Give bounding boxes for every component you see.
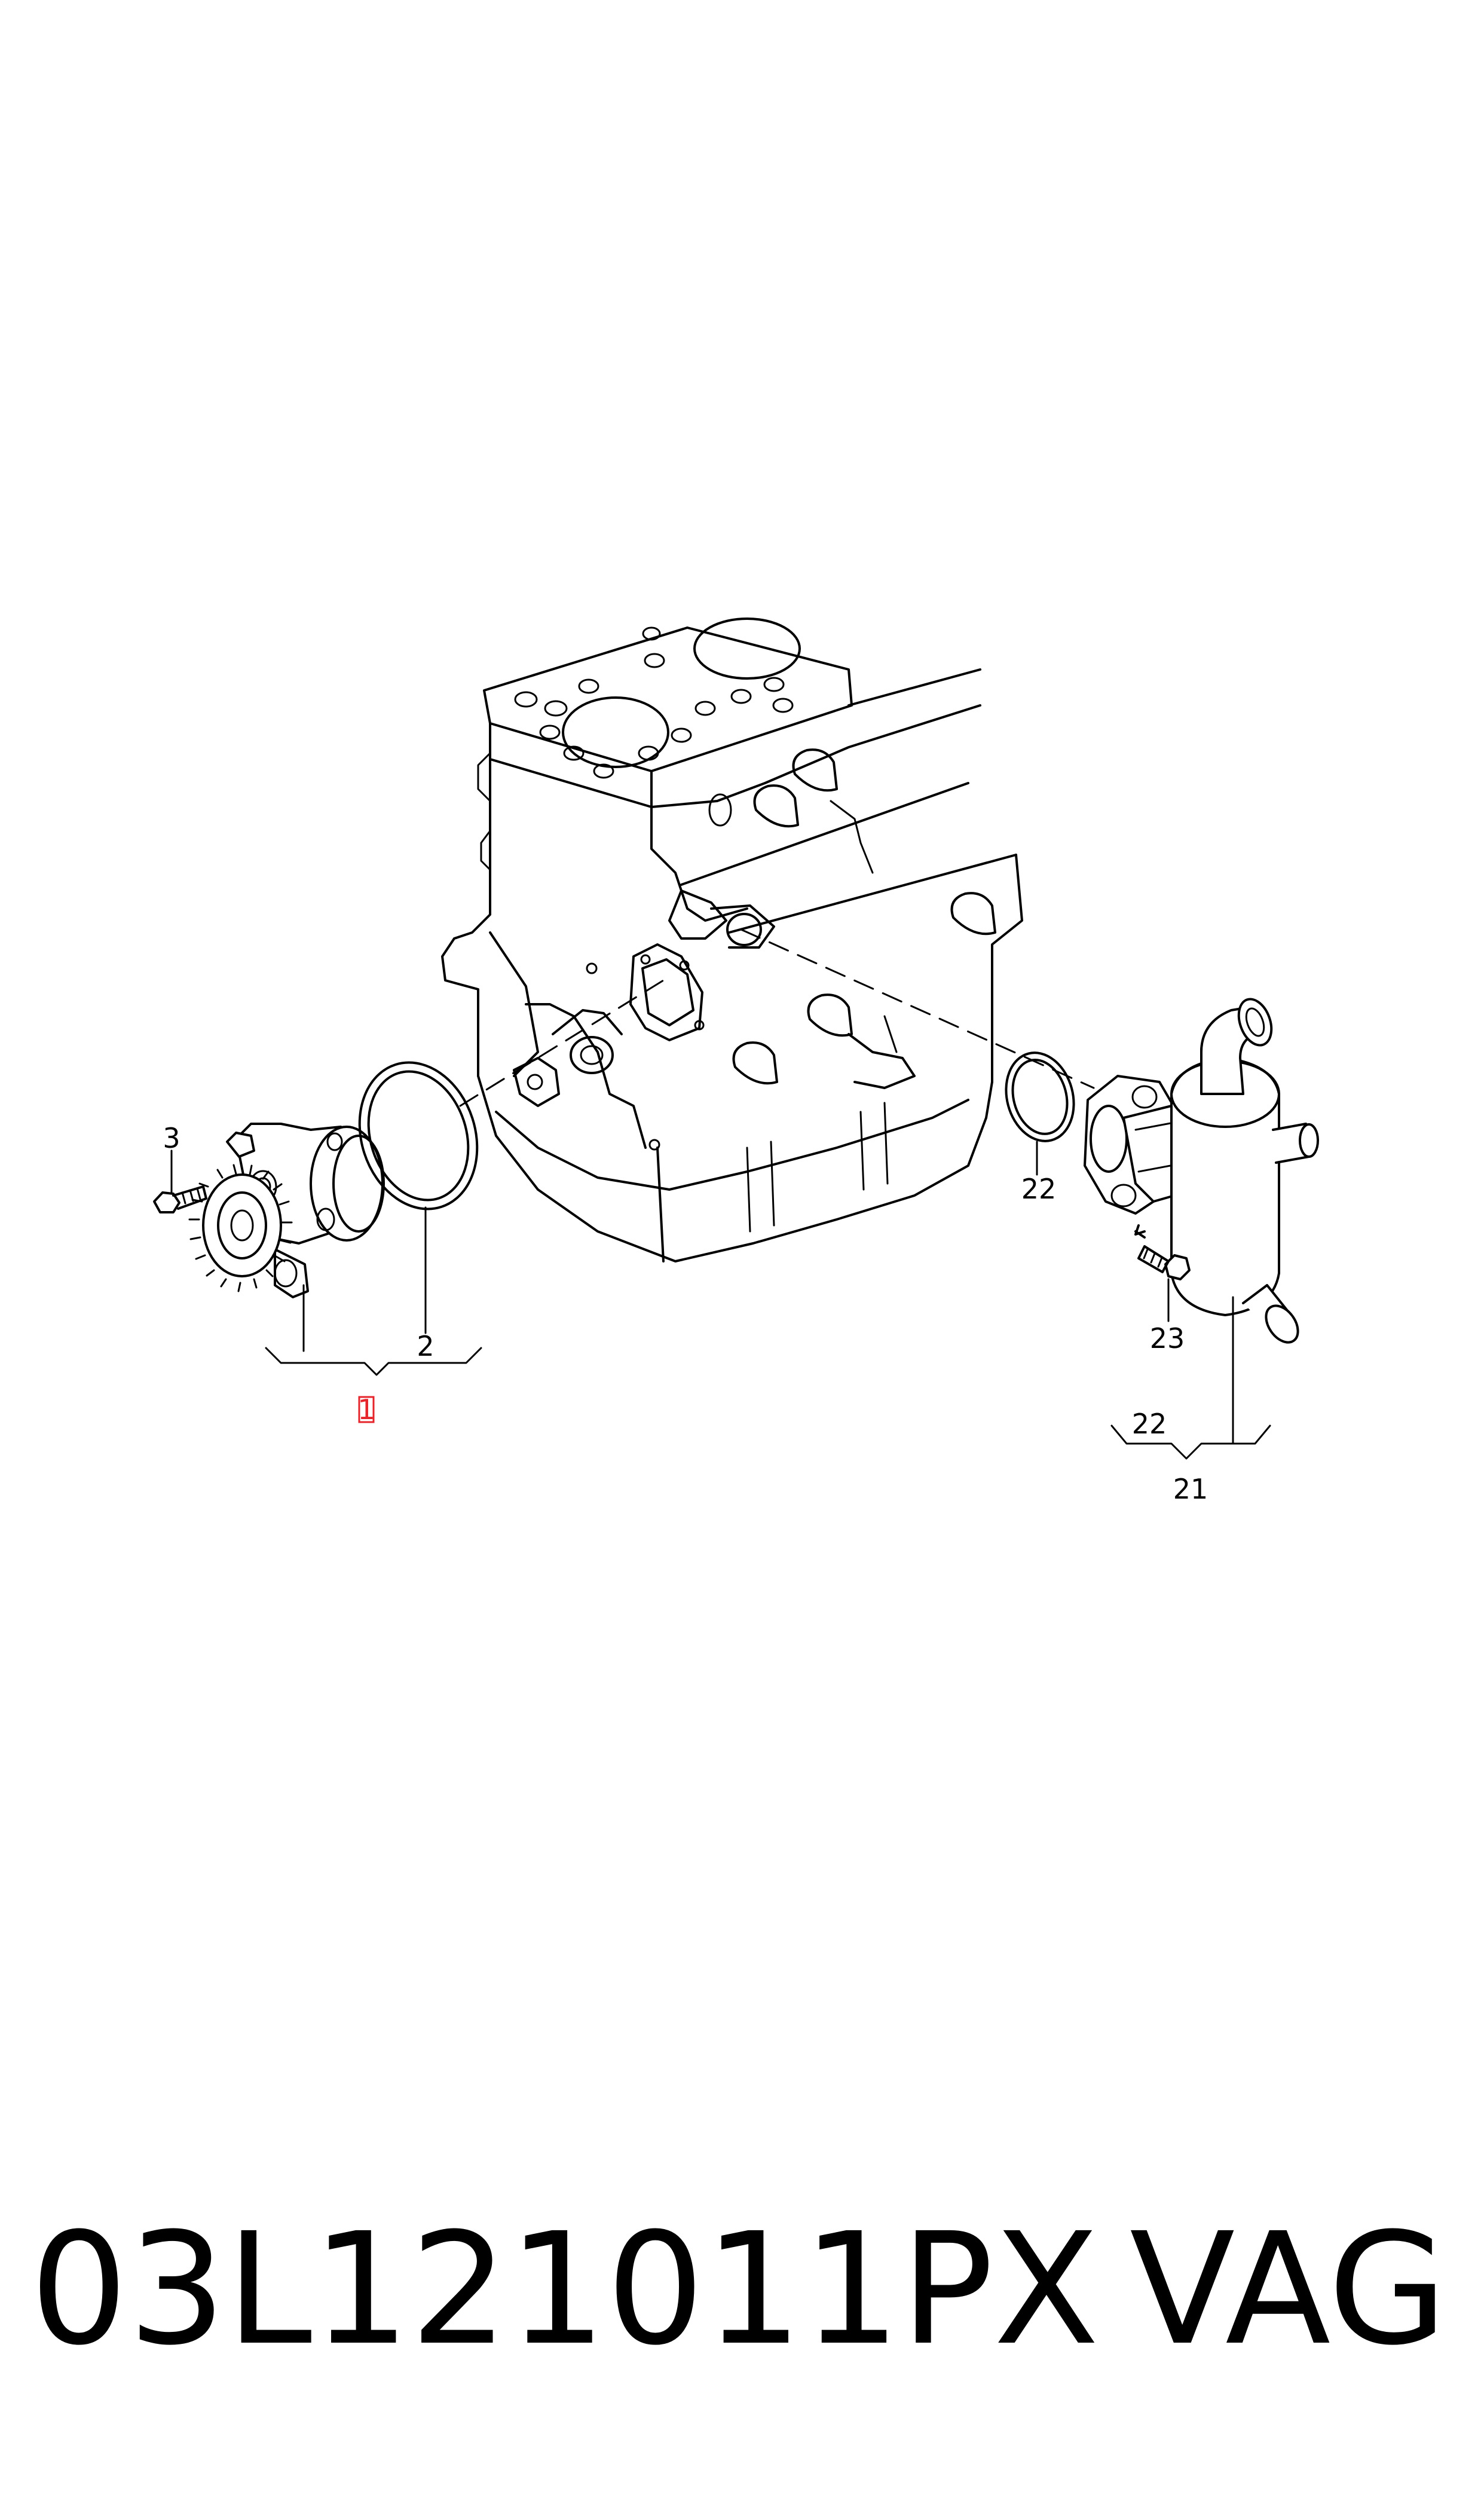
- callout-labels: 3 2 1 22 23 22 21: [163, 1122, 1208, 1505]
- callout-2[interactable]: 2: [417, 1330, 434, 1362]
- callout-21[interactable]: 21: [1173, 1473, 1208, 1505]
- callout-22-kit[interactable]: 22: [1132, 1408, 1167, 1440]
- engine-block: [441, 617, 1023, 1262]
- brand-name: VAG: [1130, 2200, 1448, 2379]
- footer: 03L121011PX VAG: [0, 2200, 1484, 2379]
- part-number: 03L121011PX: [30, 2200, 1100, 2379]
- o-ring-2: [358, 1061, 479, 1210]
- bolt-3: [153, 1185, 207, 1213]
- water-pump: [188, 1123, 385, 1298]
- bolt-23: [1134, 1224, 1191, 1280]
- alignment-lines: [459, 928, 1095, 1107]
- callout-1-highlight-box: [358, 1396, 375, 1423]
- thermostat-housing: [1084, 998, 1319, 1344]
- callout-3[interactable]: 3: [163, 1122, 180, 1154]
- callout-leaders: [170, 1141, 1271, 1460]
- callout-1[interactable]: 1: [357, 1393, 375, 1426]
- callout-22-oring[interactable]: 22: [1021, 1173, 1057, 1205]
- o-ring-22: [1005, 1051, 1075, 1142]
- callout-23[interactable]: 23: [1150, 1322, 1185, 1355]
